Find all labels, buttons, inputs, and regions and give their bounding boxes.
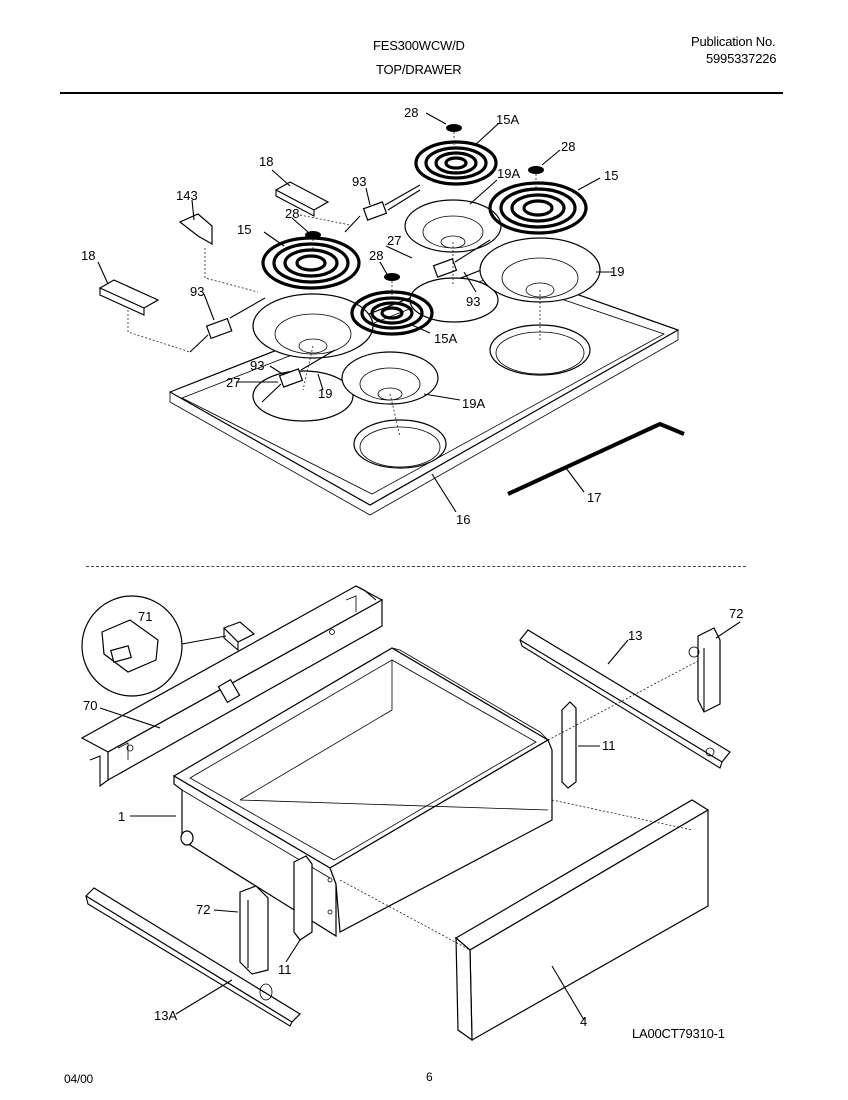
section-title: TOP/DRAWER (376, 62, 462, 77)
section-separator (86, 566, 746, 567)
callout-13a: 13A (154, 1008, 177, 1023)
callout-28: 28 (561, 139, 575, 154)
support-bracket-72 (239, 885, 269, 975)
bracket-18 (98, 279, 160, 316)
callout-19: 19 (318, 386, 332, 401)
header-rule (60, 92, 783, 94)
callout-18: 18 (259, 154, 273, 169)
drip-bowl-19 (252, 293, 374, 359)
callout-16: 16 (456, 512, 470, 527)
cooktop-assembly (98, 124, 685, 516)
surface-element-15 (261, 231, 361, 290)
callout-143: 143 (176, 188, 198, 203)
callout-4: 4 (580, 1014, 587, 1029)
side-stile-11 (561, 701, 577, 789)
support-bracket-72 (688, 627, 721, 713)
callout-28: 28 (285, 206, 299, 221)
latch-71 (222, 621, 256, 652)
callout-19: 19 (610, 264, 624, 279)
side-stile-11 (293, 855, 313, 941)
page-number: 6 (426, 1070, 433, 1084)
callout-15a: 15A (434, 331, 457, 346)
callout-93: 93 (352, 174, 366, 189)
frame-rail-70 (80, 585, 384, 788)
top-leaders (97, 112, 614, 513)
receptacle-93 (432, 239, 491, 278)
top-opening (252, 370, 354, 422)
drawing-id: LA00CT79310-1 (632, 1026, 725, 1041)
callout-27: 27 (226, 375, 240, 390)
callout-93: 93 (190, 284, 204, 299)
revision-date: 04/00 (64, 1072, 94, 1086)
callout-17: 17 (587, 490, 601, 505)
detail-circle-71 (81, 595, 227, 697)
top-opening (489, 324, 591, 376)
callout-27: 27 (387, 233, 401, 248)
callout-15: 15 (604, 168, 618, 183)
callout-70: 70 (83, 698, 97, 713)
callout-93: 93 (466, 294, 480, 309)
callout-15a: 15A (496, 112, 519, 127)
trim-rod-17 (507, 422, 685, 496)
surface-element-15a (414, 124, 498, 186)
model-number: FES300WCW/D (373, 38, 465, 53)
callout-13: 13 (628, 628, 642, 643)
drip-bowl-19a (341, 351, 439, 405)
bottom-leaders (99, 621, 741, 1021)
callout-28: 28 (404, 105, 418, 120)
callout-18: 18 (81, 248, 95, 263)
bracket-143 (178, 213, 213, 246)
callout-1: 1 (118, 809, 125, 824)
callout-19a: 19A (497, 166, 520, 181)
bracket-18 (274, 181, 330, 217)
callout-93: 93 (250, 358, 264, 373)
callout-72: 72 (729, 606, 743, 621)
callout-72: 72 (196, 902, 210, 917)
surface-element-15 (488, 166, 588, 235)
callout-11: 11 (602, 738, 616, 753)
top-opening (353, 419, 447, 469)
drip-bowl-19a (404, 199, 502, 253)
receptacle-93 (261, 349, 336, 403)
publication-label: Publication No. (691, 34, 776, 49)
callout-11: 11 (278, 962, 292, 977)
receptacle-93 (189, 297, 266, 353)
drawer-front-4 (454, 799, 710, 1042)
publication-number: 5995337226 (706, 51, 777, 66)
drawer-assembly (80, 585, 731, 1042)
callout-71: 71 (138, 609, 152, 624)
drawer-slide-13 (519, 629, 731, 769)
callout-15: 15 (237, 222, 251, 237)
callout-19a: 19A (462, 396, 485, 411)
drawer-slide-13a (85, 887, 301, 1027)
surface-element-15a (350, 273, 434, 336)
drip-bowl-19 (479, 237, 601, 303)
receptacle-93 (344, 184, 421, 233)
callout-28: 28 (369, 248, 383, 263)
